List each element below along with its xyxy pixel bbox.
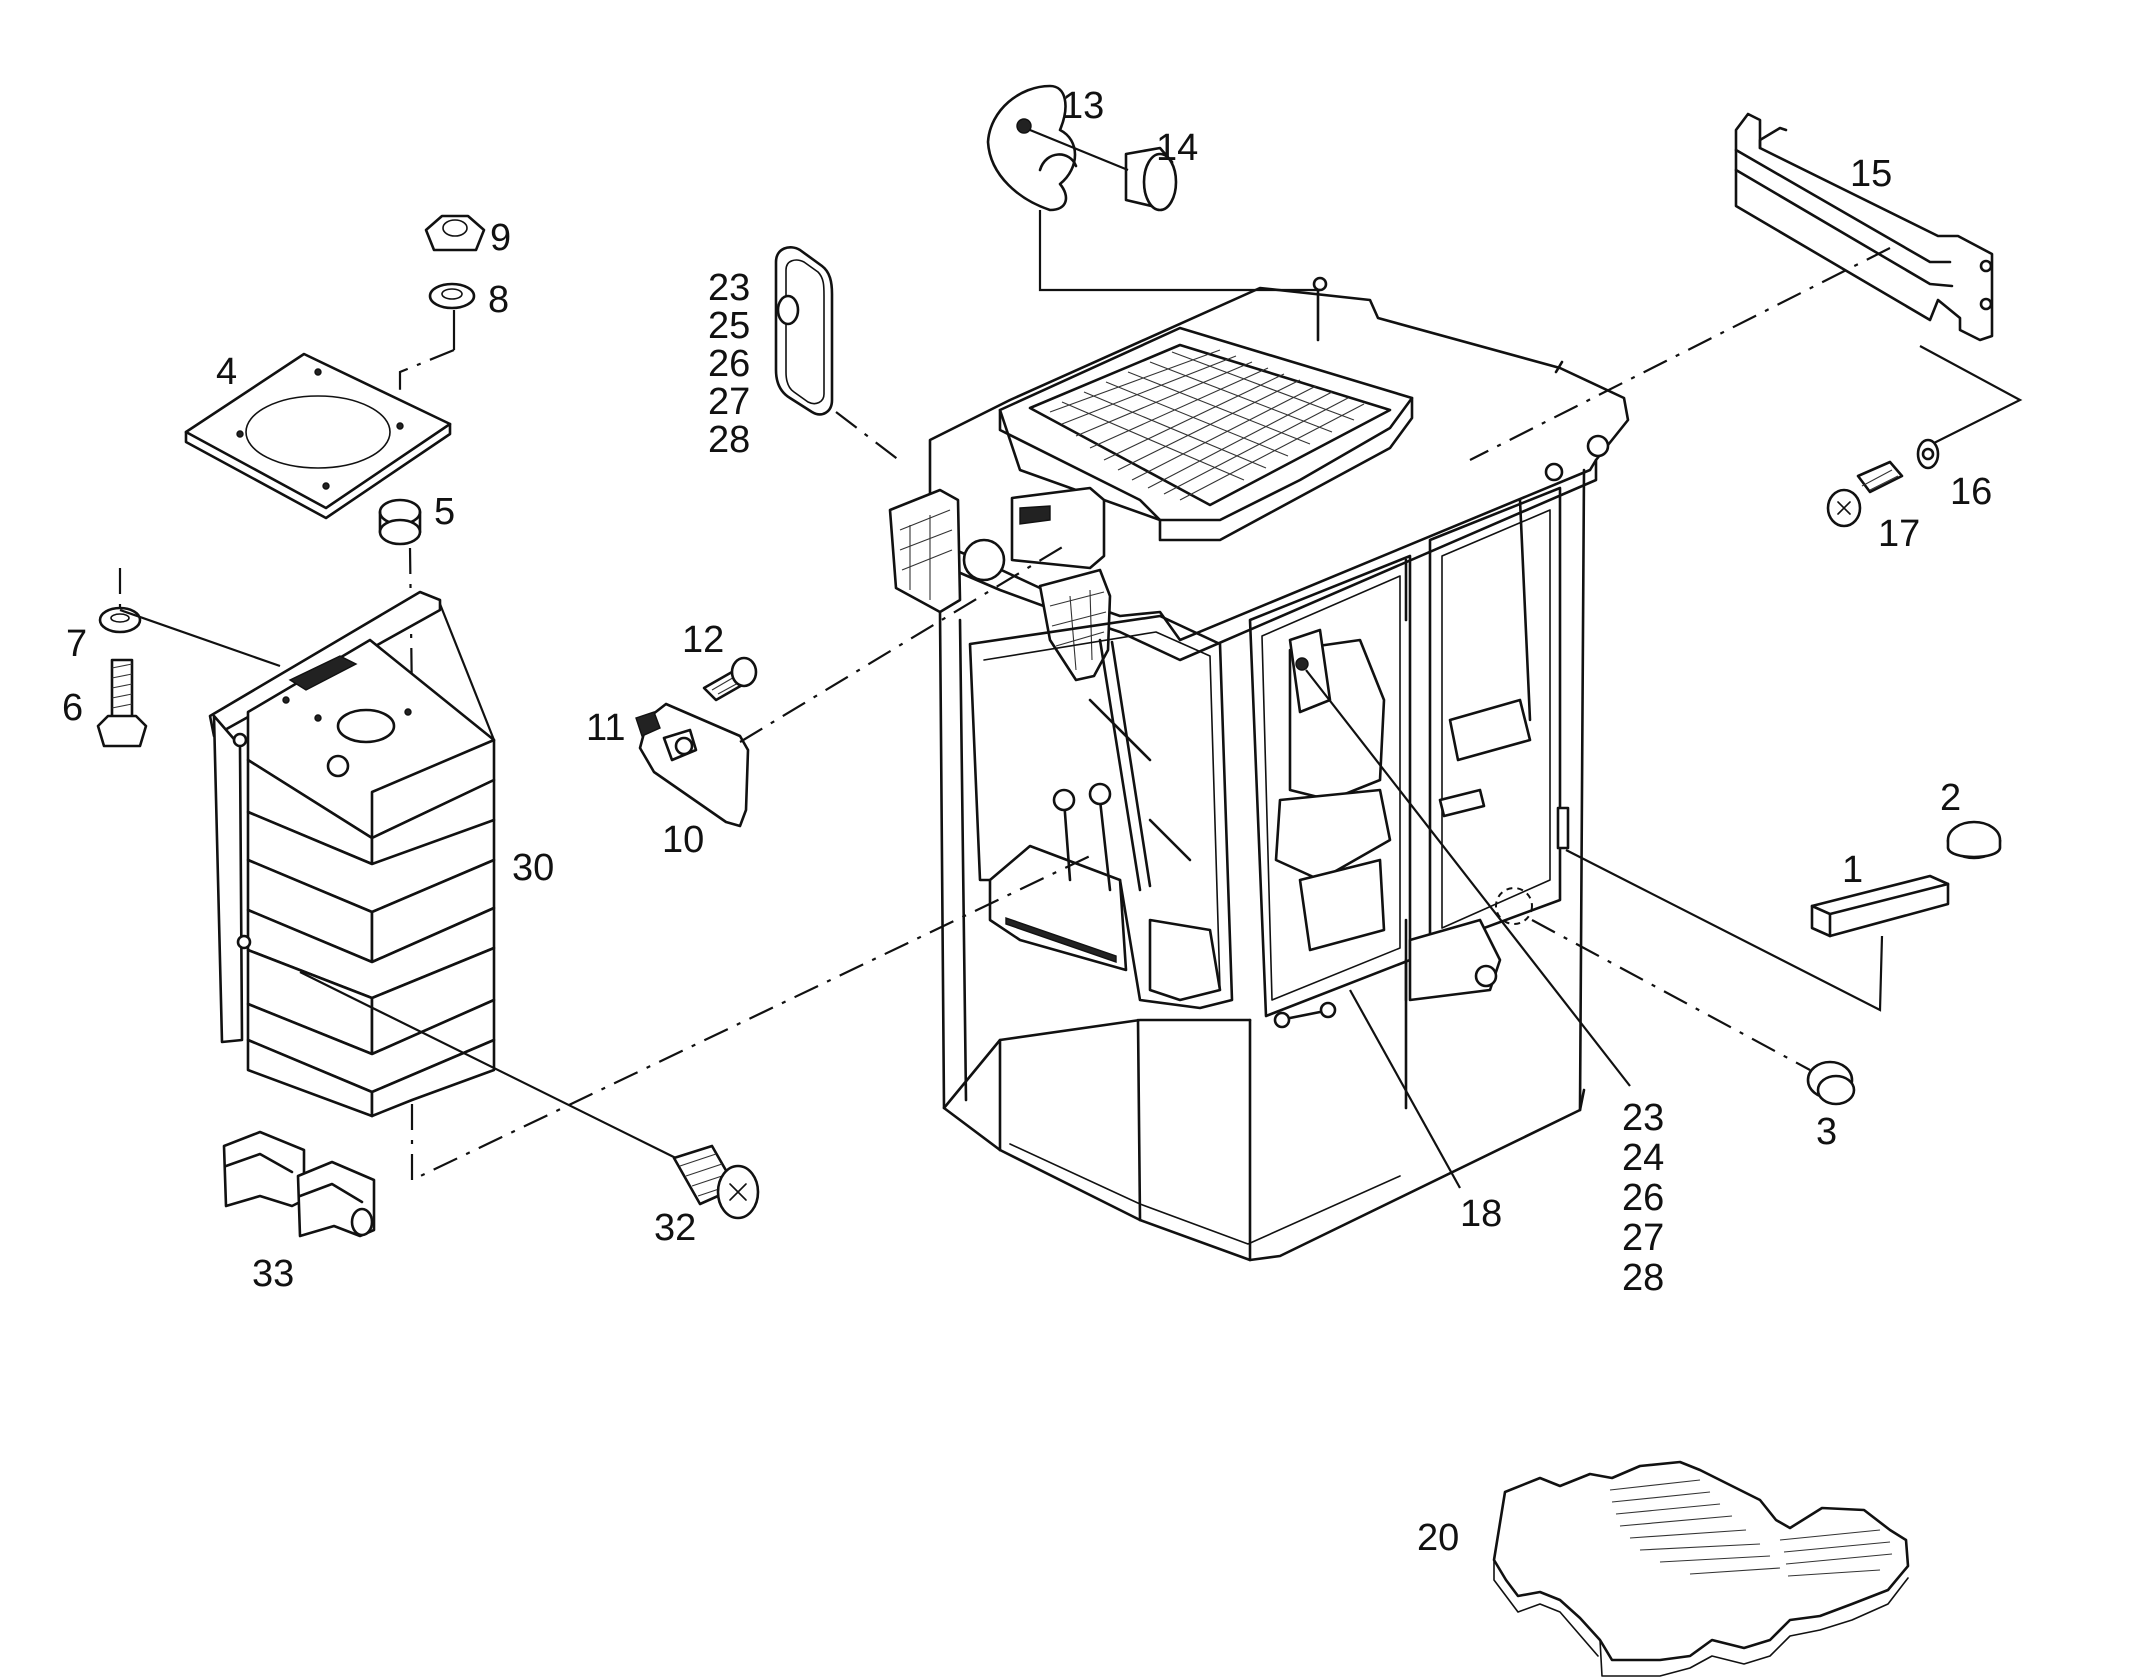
callout-stack-right-item: 28 [1622,1257,1664,1299]
callout-20: 20 [1417,1517,1459,1559]
callout-16: 16 [1950,471,1992,513]
roof-hook-assembly: 13 14 [986,84,1320,292]
work-lamp-part: 12 11 10 [586,545,1065,861]
callout-4: 4 [216,351,237,393]
callout-6: 6 [62,687,83,729]
callout-1: 1 [1842,849,1863,891]
callout-15: 15 [1850,153,1892,195]
callout-33: 33 [252,1253,294,1295]
screw-washer-16-17: 16 17 [1826,438,1992,555]
callout-stack-right-item: 23 [1622,1097,1664,1139]
cab-assembly [888,276,1630,1262]
left-mirror-part: 23 25 26 27 28 [708,246,905,465]
callout-18: 18 [1460,1193,1502,1235]
callout-14: 14 [1156,127,1198,169]
callout-7: 7 [66,623,87,665]
callout-2: 2 [1940,777,1961,819]
callout-stack-right-item: 26 [1622,1177,1664,1219]
callout-17: 17 [1878,513,1920,555]
storage-box-assembly: 9 8 4 5 7 6 [62,214,1091,1295]
callout-10: 10 [662,819,704,861]
callout-stack-left-item: 28 [708,419,750,461]
handrail-part: 15 [1469,112,2023,461]
callout-5: 5 [434,491,455,533]
callout-11: 11 [586,707,625,749]
callout-3: 3 [1816,1111,1837,1153]
callout-13: 13 [1062,85,1104,127]
callout-stack-left-item: 25 [708,305,750,347]
callout-stack-left: 23 25 26 27 28 [708,267,750,461]
callout-30: 30 [512,847,554,889]
callout-8: 8 [488,279,509,321]
right-small-parts: 2 1 3 18 23 24 26 27 28 [1305,669,2002,1299]
callout-stack-left-item: 26 [708,343,750,385]
callout-stack-right-item: 24 [1622,1137,1664,1179]
floor-mat-part: 20 [1417,1460,1910,1677]
callout-stack-left-item: 23 [708,267,750,309]
callout-12: 12 [682,619,724,661]
callout-stack-left-item: 27 [708,381,750,423]
callout-stack-right-item: 27 [1622,1217,1664,1259]
callout-9: 9 [490,217,511,259]
callout-32: 32 [654,1207,696,1249]
callout-stack-right: 23 24 26 27 28 [1622,1097,1664,1299]
